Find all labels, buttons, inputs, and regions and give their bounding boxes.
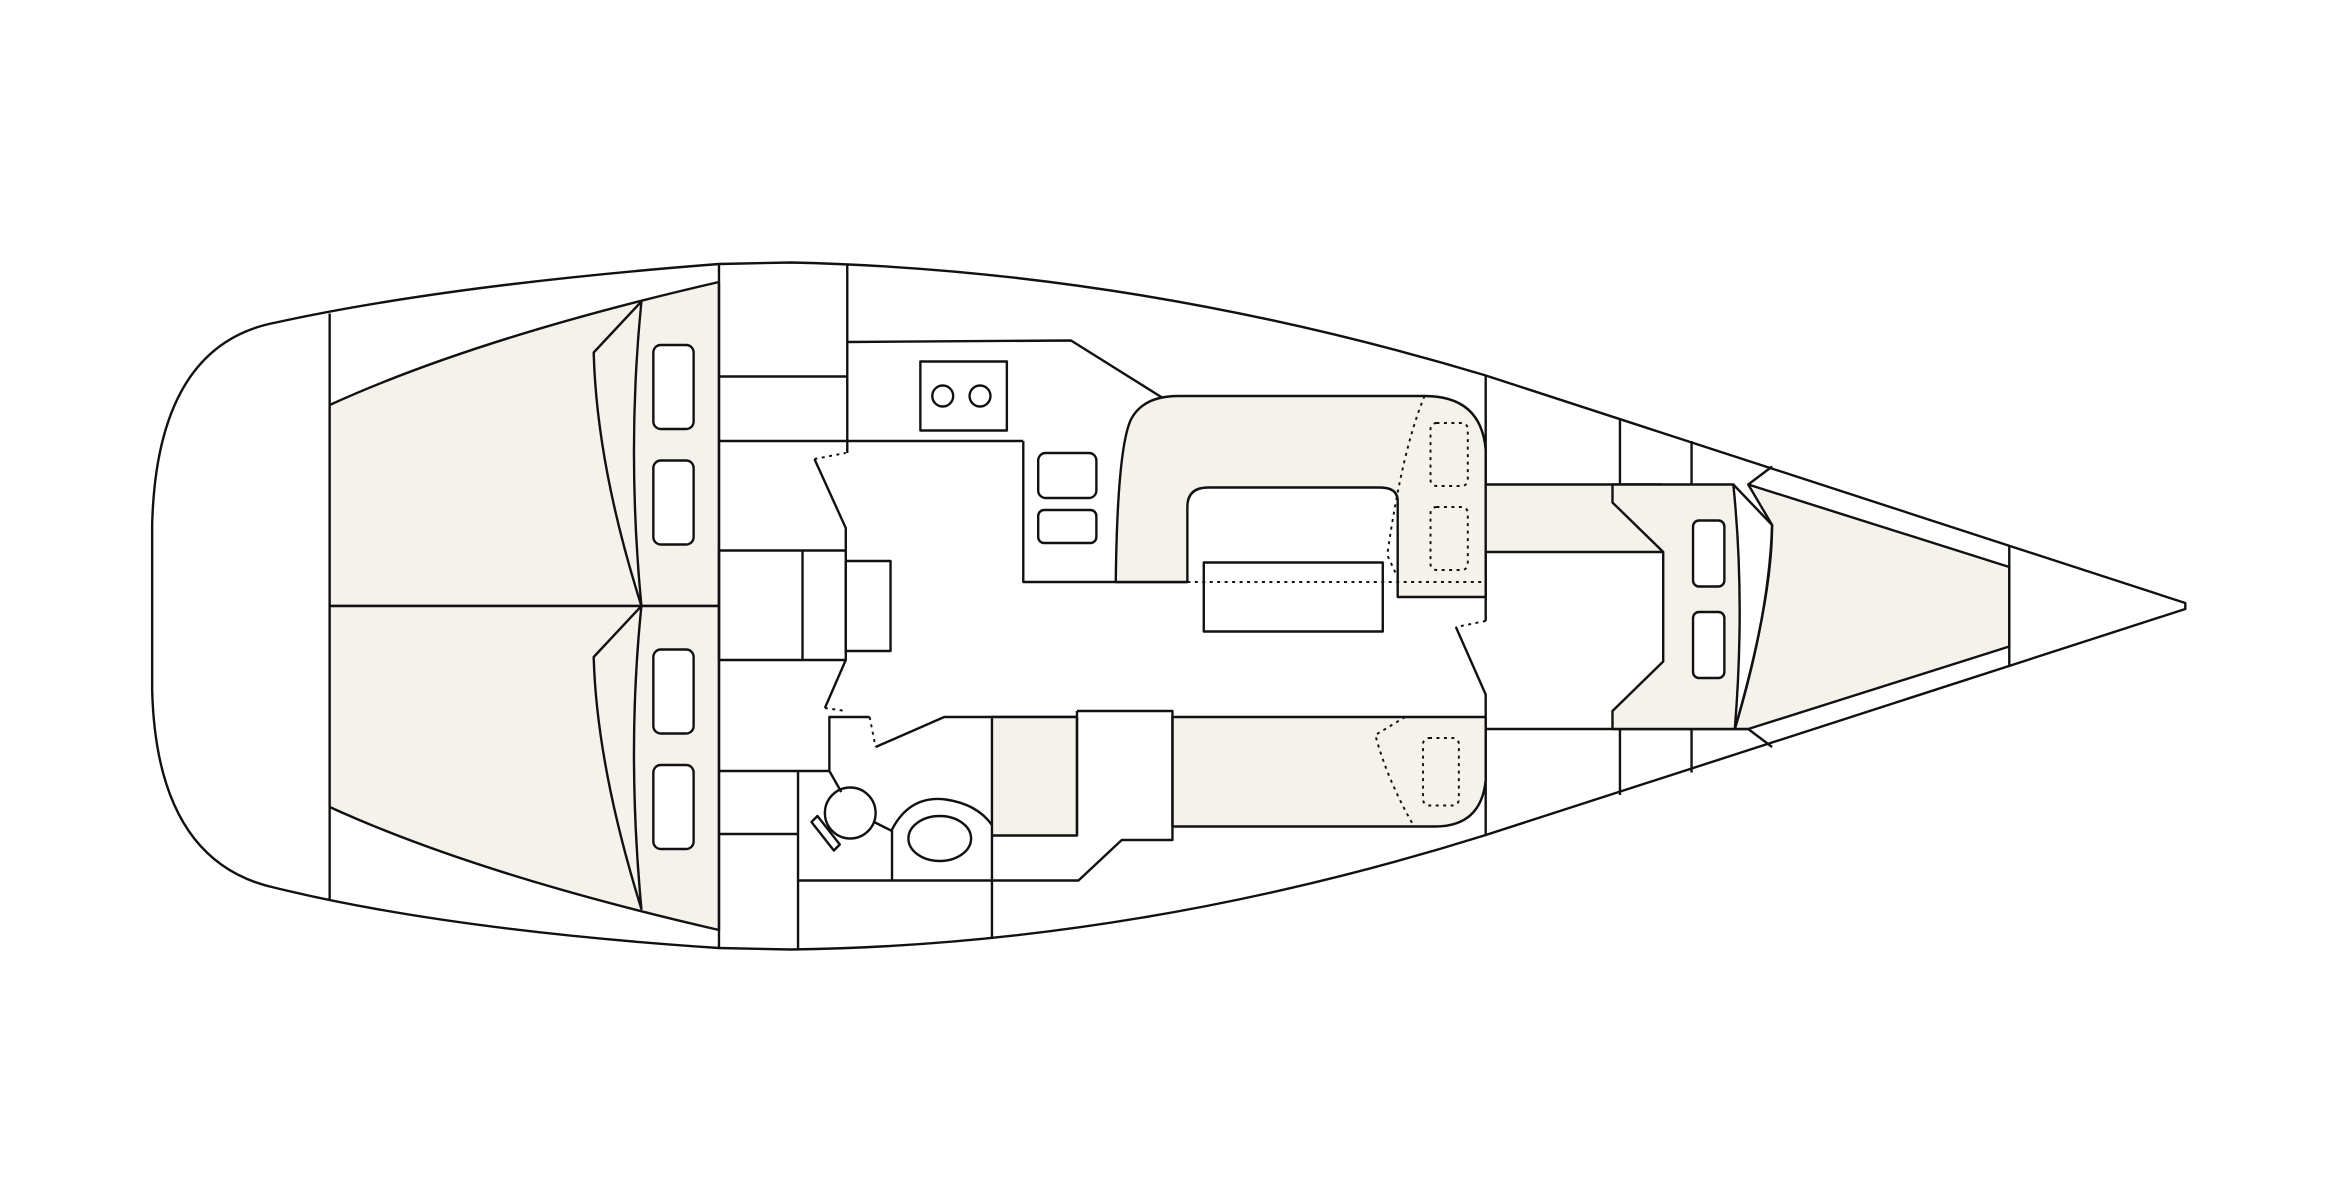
aft-berth-starboard [328, 604, 721, 932]
hatch-dotted [1429, 506, 1469, 571]
hull-outline [150, 261, 2187, 951]
aft-berth-port [328, 280, 721, 608]
sink [1037, 508, 1098, 545]
settee-dotted [1374, 716, 1415, 827]
saloon-table [1202, 561, 1384, 633]
toilet-icon [907, 814, 973, 863]
settee-dotted [1386, 395, 1426, 578]
berth-edge-lower [592, 605, 643, 911]
saloon-settee-port [1114, 394, 1487, 599]
companionway-area [717, 264, 1024, 950]
stove [919, 360, 1009, 432]
saloon-settee-starboard [1171, 715, 1487, 828]
sink [1037, 451, 1098, 500]
aft-hatches [652, 343, 695, 851]
hatch-dotted [1422, 737, 1460, 807]
head-compartment [798, 709, 1174, 939]
hatch-dotted [1429, 422, 1469, 487]
burner-icon [968, 384, 992, 408]
forward-cabin [1611, 418, 2011, 795]
washbasin-icon [823, 786, 877, 840]
burner-icon [931, 384, 955, 408]
